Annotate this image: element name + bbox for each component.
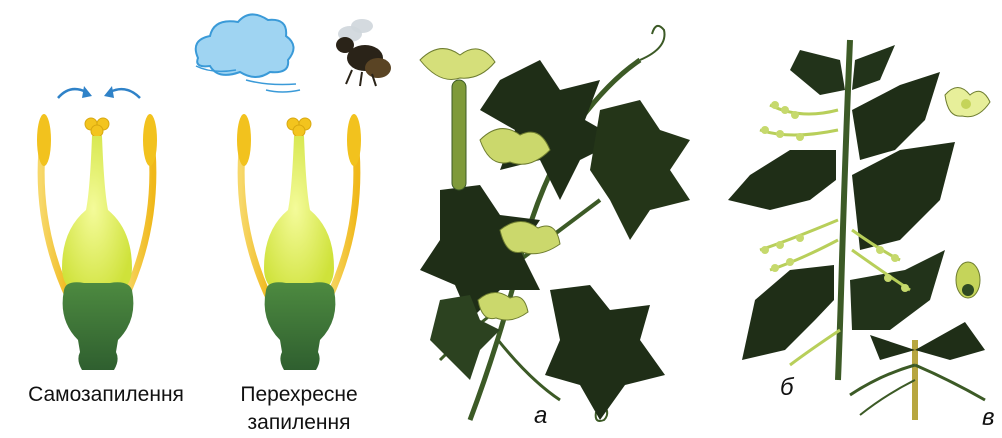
receptacle: [265, 282, 336, 370]
left-arrow-icon: [58, 89, 86, 98]
plant-a-vine: [420, 26, 690, 421]
bee-icon: [336, 19, 391, 86]
left-anther: [37, 114, 51, 166]
pistil: [264, 136, 334, 298]
leaf: [590, 100, 690, 240]
flower-detail: [956, 262, 980, 298]
flower: [500, 221, 560, 253]
plant-b-nettle: [728, 40, 990, 420]
self-pollination-flower: [37, 86, 157, 370]
right-arrow-icon: [110, 89, 140, 98]
cloud-icon: [196, 14, 300, 92]
self-pollination-caption: Самозапилення: [6, 380, 206, 410]
leaf: [728, 150, 836, 210]
flower: [478, 292, 528, 320]
leaf: [742, 265, 834, 360]
leaf: [545, 285, 665, 420]
cross-pollination-flower: [196, 14, 391, 370]
plant-a-label: а: [534, 402, 547, 430]
stigma: [91, 125, 103, 137]
pistil: [62, 136, 132, 298]
leaf: [850, 250, 945, 330]
right-anther: [347, 114, 361, 166]
plant-b-label: б: [780, 374, 794, 402]
right-anther: [143, 114, 157, 166]
cross-pollination-caption-line1: Перехресне: [214, 380, 384, 410]
plant-c-label: в: [982, 404, 995, 432]
leaf: [852, 142, 955, 250]
left-anther: [237, 114, 251, 166]
plant-c-sprig: [850, 322, 985, 420]
stigma: [293, 125, 305, 137]
cross-pollination-caption-line2: запилення: [214, 408, 384, 438]
receptacle: [63, 282, 134, 370]
flower: [420, 49, 495, 190]
flower-detail: [945, 88, 990, 117]
